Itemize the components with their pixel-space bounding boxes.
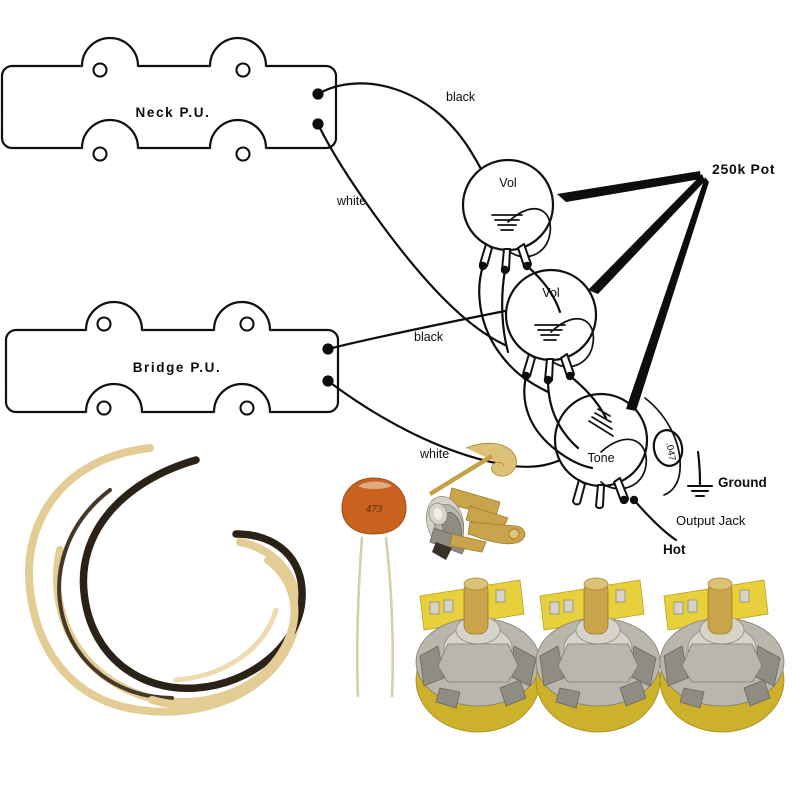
label-250k-pot: 250k Pot — [712, 161, 775, 177]
callout-250k-pot: 250k Pot — [557, 161, 775, 411]
capacitor-value-label: .047 — [663, 442, 677, 462]
volume-pot-neck-label: Vol — [499, 176, 516, 190]
wire-bridge-white — [326, 379, 562, 468]
mount-hole — [239, 316, 255, 332]
output-jack-callouts: Ground Output Jack Hot — [632, 450, 767, 557]
arrow-to-vol1 — [557, 171, 701, 202]
neck-pickup: Neck P.U. — [0, 36, 338, 162]
volume-pot-bridge: Vol — [504, 268, 598, 385]
wire-neck-white — [316, 122, 507, 347]
mount-hole — [239, 400, 255, 416]
wire-vol1-lug2-down — [501, 268, 510, 354]
mount-hole — [96, 316, 112, 332]
wire-vol2-lug2-tone — [546, 378, 580, 450]
label-neck-white: white — [336, 194, 366, 208]
potentiometer-2 — [535, 577, 661, 733]
mount-hole — [235, 62, 251, 78]
ground-symbol-jack — [686, 484, 714, 498]
capacitor-marking: 473 — [366, 503, 383, 515]
arrow-to-vol2 — [588, 174, 705, 294]
bridge-pickup-label: Bridge P.U. — [133, 360, 222, 375]
wire-vol1-lug3 — [525, 264, 562, 314]
label-bridge-black: black — [414, 330, 444, 344]
tone-pot-label: Tone — [587, 451, 614, 465]
ground-symbol — [534, 324, 566, 341]
label-bridge-white: white — [419, 447, 449, 461]
wire-vol2-to-tone — [523, 374, 594, 470]
wire-vol1-to-vol2 — [478, 264, 550, 394]
wire-vol2-lug3-tone — [568, 374, 608, 420]
label-ground: Ground — [718, 475, 767, 490]
arrow-to-tone — [626, 177, 709, 411]
hookup-wire-coil — [25, 444, 306, 716]
ceramic-capacitor: 473 — [341, 477, 407, 698]
potentiometer-1 — [415, 577, 541, 733]
label-hot: Hot — [663, 542, 686, 557]
label-neck-black: black — [446, 90, 476, 104]
wire-ground — [696, 450, 702, 486]
component-photo: 473 — [25, 442, 785, 733]
label-output-jack: Output Jack — [676, 513, 746, 528]
lug-3 — [619, 495, 629, 505]
neck-pickup-label: Neck P.U. — [136, 105, 211, 120]
output-jack-photo — [426, 442, 526, 560]
wire-tone-loop — [644, 397, 681, 496]
bridge-pickup: Bridge P.U. — [4, 300, 340, 416]
mount-hole — [235, 146, 251, 162]
mount-hole — [92, 146, 108, 162]
wire-hot — [632, 498, 678, 542]
ground-symbol — [491, 214, 523, 231]
potentiometer-3 — [659, 577, 785, 733]
mount-hole — [96, 400, 112, 416]
mount-hole — [92, 62, 108, 78]
volume-pot-neck: Vol — [461, 158, 555, 275]
